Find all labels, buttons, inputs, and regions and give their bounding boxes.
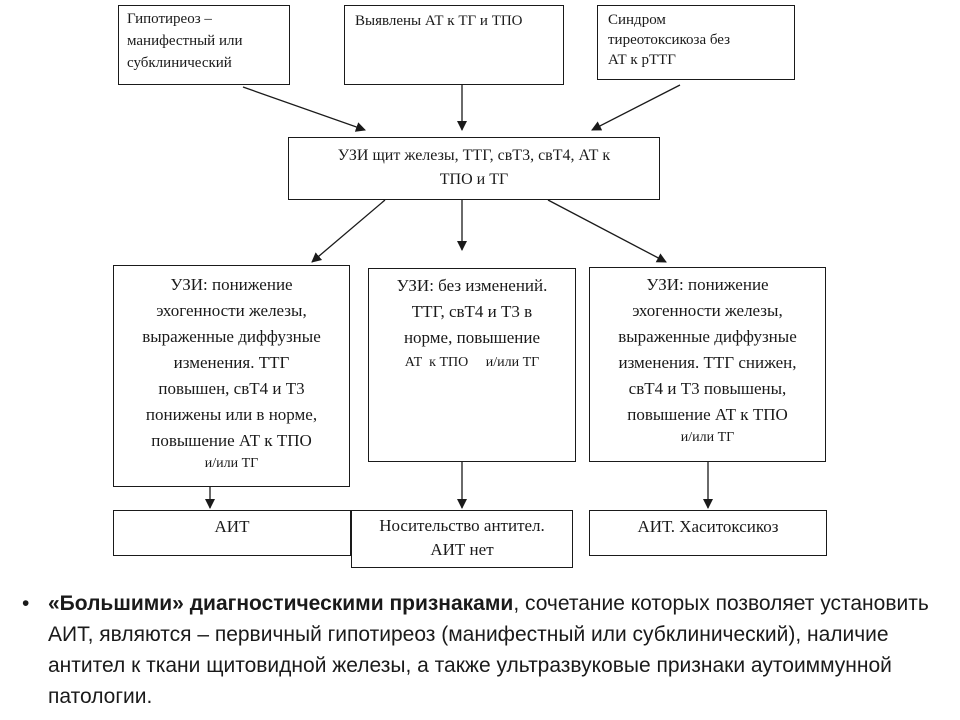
box-line: УЗИ щит железы, ТТГ, свТ3, свТ4, АТ к [337, 147, 611, 164]
box-line: Носительство антител. [379, 516, 545, 535]
box-result-carrier: Носительство антител. АИТ нет [351, 510, 573, 568]
box-line: эхогенности железы, [156, 301, 307, 320]
box-antibodies-detected: Выявлены АТ к ТГ и ТПО [344, 5, 564, 85]
box-line: повышение АТ к ТПО [627, 405, 788, 424]
box-finding-thyrotoxic: УЗИ: понижение эхогенности железы, выраж… [589, 267, 826, 462]
box-line: эхогенности железы, [632, 301, 783, 320]
box-hypothyroidism: Гипотиреоз – манифестный или субклиничес… [118, 5, 290, 85]
arrow-hypothyroid-to-usi [242, 86, 366, 132]
box-line: выраженные диффузные [142, 327, 321, 346]
box-line: повышение АТ к ТПО [151, 431, 312, 450]
box-line: ТТГ, свТ4 и Т3 в [411, 302, 533, 321]
box-line: повышен, свТ4 и Т3 [158, 379, 305, 398]
box-line: манифестный или [127, 33, 243, 49]
box-line: АТ к ТПО и/или ТГ [404, 355, 540, 370]
box-line: УЗИ: понижение [170, 275, 293, 294]
bullet-rest-text: , сочетание которых позволяет установить… [48, 592, 929, 708]
box-line: и/или ТГ [680, 430, 735, 445]
bullet-bold-text: «Большими» диагностическими признаками [48, 592, 514, 615]
box-finding-hypothyroid: УЗИ: понижение эхогенности железы, выраж… [113, 265, 350, 487]
box-line: изменения. ТТГ снижен, [618, 353, 797, 372]
bullet-marker: • [22, 592, 30, 615]
box-examination: УЗИ щит железы, ТТГ, свТ3, свТ4, АТ к ТП… [288, 137, 660, 200]
box-result-ait: АИТ [113, 510, 351, 556]
box-line: АИТ нет [430, 540, 494, 559]
arrow-usi-to-right [547, 199, 667, 263]
box-line: Синдром [608, 12, 666, 28]
diagnostic-criteria-note: • «Большими» диагностическими признаками… [22, 588, 947, 712]
box-line: понижены или в норме, [145, 405, 318, 424]
box-line: Гипотиреоз – [127, 11, 212, 27]
box-thyrotoxicosis: Синдром тиреотоксикоза без АТ к рТТГ [597, 5, 795, 80]
box-line: свТ4 и Т3 повышены, [628, 379, 787, 398]
box-line: тиреотоксикоза без [608, 32, 731, 48]
box-line: АИТ. Хаситоксикоз [637, 517, 779, 536]
box-line: ТПО и ТГ [439, 171, 509, 188]
box-line: АТ к рТТГ [608, 52, 676, 68]
box-line: УЗИ: без изменений. [396, 276, 548, 295]
box-line: выраженные диффузные [618, 327, 797, 346]
arrow-usi-to-left [311, 199, 386, 263]
box-result-hashitoxicosis: АИТ. Хаситоксикоз [589, 510, 827, 556]
box-line: УЗИ: понижение [646, 275, 769, 294]
bullet-text: «Большими» диагностическими признаками, … [48, 588, 947, 712]
box-line: изменения. ТТГ [173, 353, 290, 372]
box-line: Выявлены АТ к ТГ и ТПО [355, 13, 523, 29]
box-line: и/или ТГ [204, 456, 259, 471]
box-line: субклинический [127, 55, 232, 71]
box-line: норме, повышение [403, 328, 541, 347]
arrow-thyrotoxicosis-to-usi [591, 84, 681, 131]
box-line: АИТ [214, 517, 250, 536]
box-finding-normal: УЗИ: без изменений. ТТГ, свТ4 и Т3 в нор… [368, 268, 576, 462]
